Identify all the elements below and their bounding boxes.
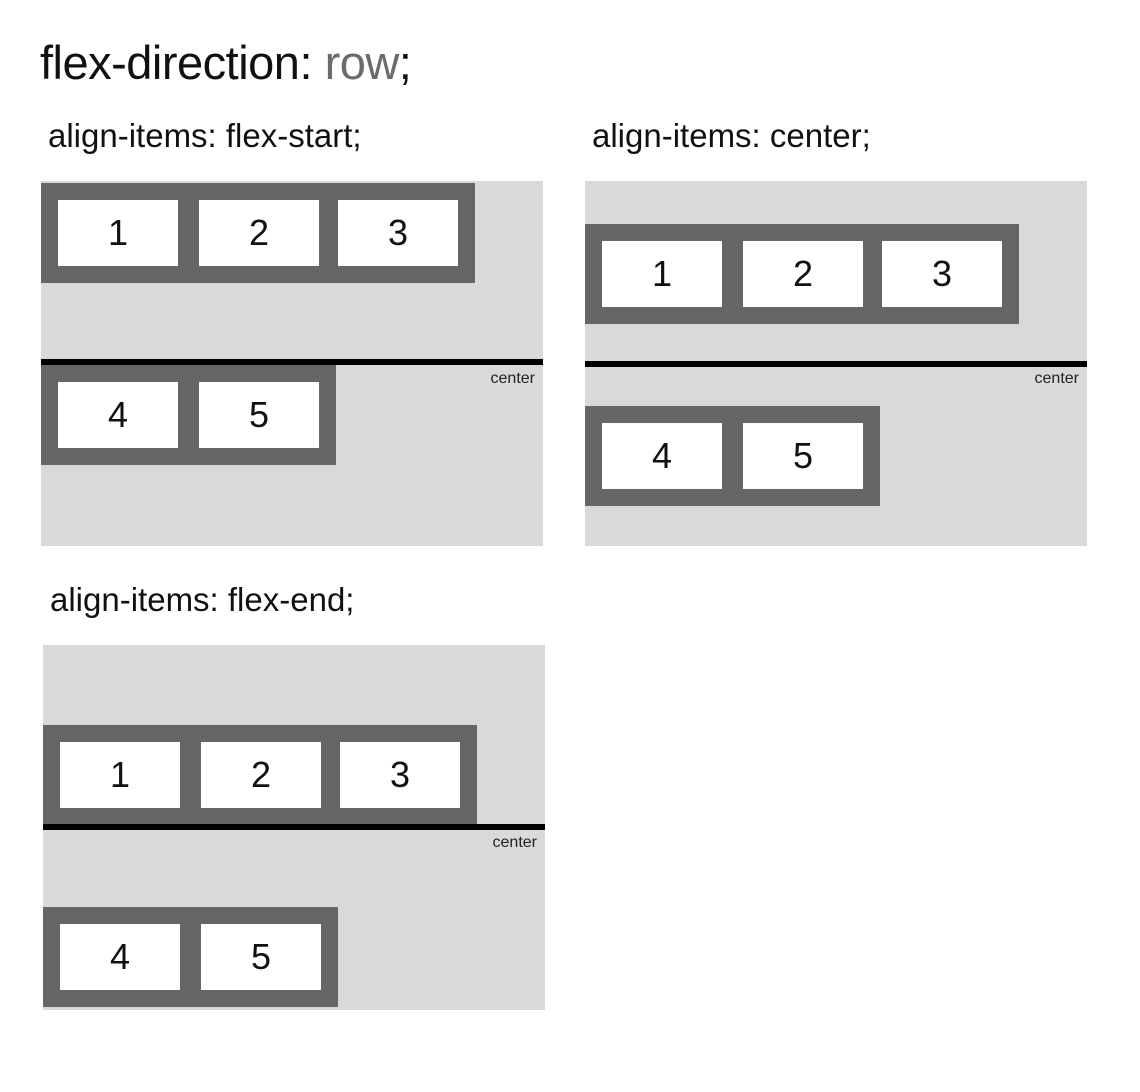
center-line (43, 824, 545, 830)
row-2-container: 4 5 (585, 406, 880, 506)
flex-item-2: 2 (201, 742, 321, 808)
center-line (41, 359, 543, 365)
page-title: flex-direction: row; (40, 34, 412, 92)
panel-label-flex-start: align-items: flex-start; (48, 117, 362, 154)
row-1-container: 1 2 3 (41, 183, 475, 283)
flex-item-3: 3 (882, 241, 1002, 307)
center-label: center (490, 370, 535, 387)
row-1-container: 1 2 3 (43, 725, 477, 825)
flex-item-4: 4 (602, 423, 722, 489)
center-label: center (492, 834, 537, 851)
flex-item-2: 2 (199, 200, 319, 266)
flex-item-1: 1 (58, 200, 178, 266)
title-property: flex-direction: (40, 36, 313, 89)
flex-item-4: 4 (60, 924, 180, 990)
center-label: center (1034, 370, 1079, 387)
panel-label-flex-end: align-items: flex-end; (50, 581, 355, 618)
row-2-container: 4 5 (43, 907, 338, 1007)
title-value: row (324, 36, 400, 89)
row-2-container: 4 5 (41, 365, 336, 465)
flex-item-1: 1 (60, 742, 180, 808)
flex-item-3: 3 (338, 200, 458, 266)
row-1-container: 1 2 3 (585, 224, 1019, 324)
flex-item-5: 5 (201, 924, 321, 990)
title-semicolon: ; (398, 36, 412, 89)
flex-item-5: 5 (199, 382, 319, 448)
flex-item-2: 2 (743, 241, 863, 307)
flex-item-1: 1 (602, 241, 722, 307)
flex-item-3: 3 (340, 742, 460, 808)
flex-item-5: 5 (743, 423, 863, 489)
center-line (585, 361, 1087, 367)
panel-flex-start: 1 2 3 center 4 5 (41, 181, 543, 546)
panel-center: 1 2 3 center 4 5 (585, 181, 1087, 546)
flex-item-4: 4 (58, 382, 178, 448)
panel-flex-end: 1 2 3 center 4 5 (43, 645, 545, 1010)
panel-label-center: align-items: center; (592, 117, 871, 154)
